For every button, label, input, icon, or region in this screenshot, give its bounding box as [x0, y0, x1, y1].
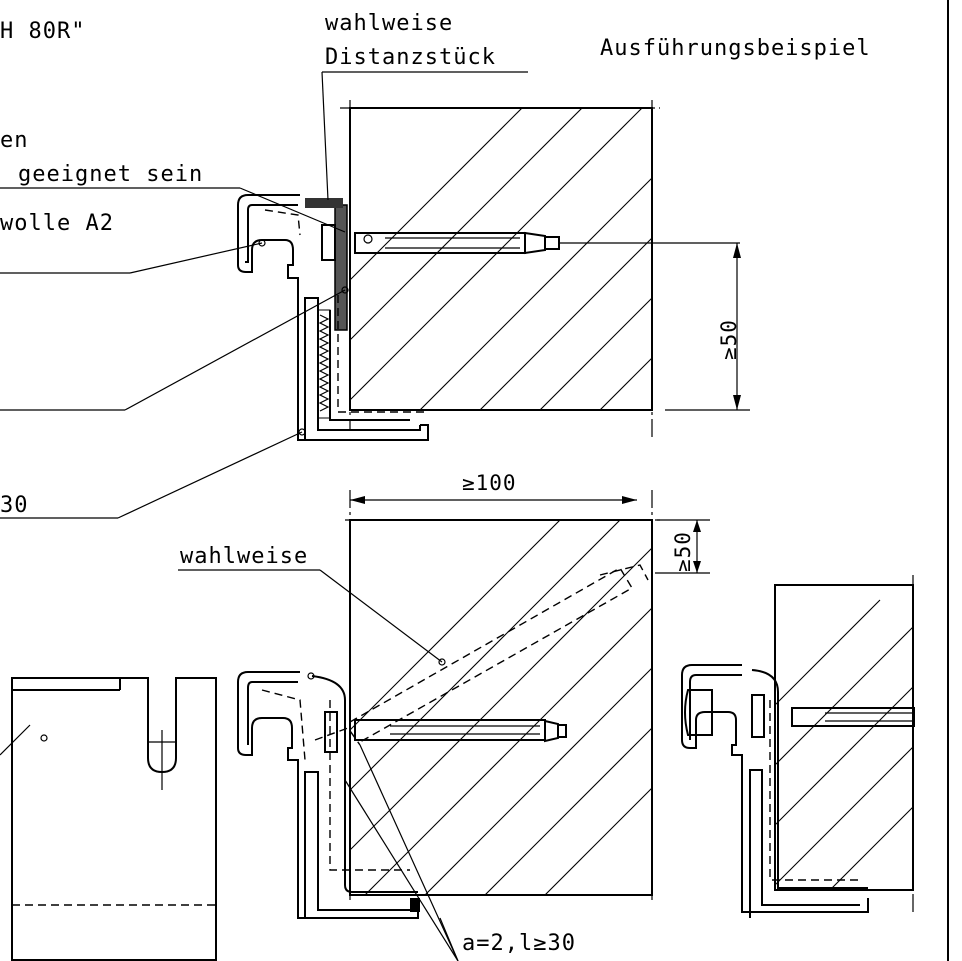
middle-wall — [349, 519, 653, 896]
spacer-label-1: wahlweise — [325, 11, 453, 36]
top-wall-hatch — [350, 108, 652, 410]
right-wall — [774, 584, 914, 891]
dim-width: ≥100 — [462, 471, 517, 495]
middle-detail: ≥100 ≥50 — [237, 471, 710, 919]
spacer-plate — [334, 204, 348, 331]
inclined-anchor — [314, 564, 649, 746]
label-wool: wolle A2 — [0, 211, 114, 236]
dim-height-bottom: ≥50 — [671, 531, 695, 572]
plate-view — [0, 677, 217, 961]
dim-height-top: ≥50 — [717, 319, 741, 360]
label-30: 30 — [0, 493, 29, 518]
top-insulation — [318, 314, 330, 412]
spacer-label-2: Distanzstück — [325, 45, 496, 70]
leader-lines — [0, 71, 528, 961]
example-heading: Ausführungsbeispiel — [600, 36, 871, 61]
middle-frame-profile — [237, 671, 419, 919]
top-wall — [349, 107, 653, 411]
label-weld: a=2,l≥30 — [462, 931, 576, 956]
label-en: en — [0, 128, 29, 153]
top-frame-profile — [237, 194, 429, 441]
label-suitable: geeignet sein — [18, 162, 203, 187]
title-partial: H 80R" — [0, 19, 85, 44]
right-wall-hatch — [775, 599, 913, 890]
top-detail: ≥50 — [237, 100, 750, 441]
right-detail — [681, 575, 915, 918]
label-option: wahlweise — [180, 544, 308, 569]
